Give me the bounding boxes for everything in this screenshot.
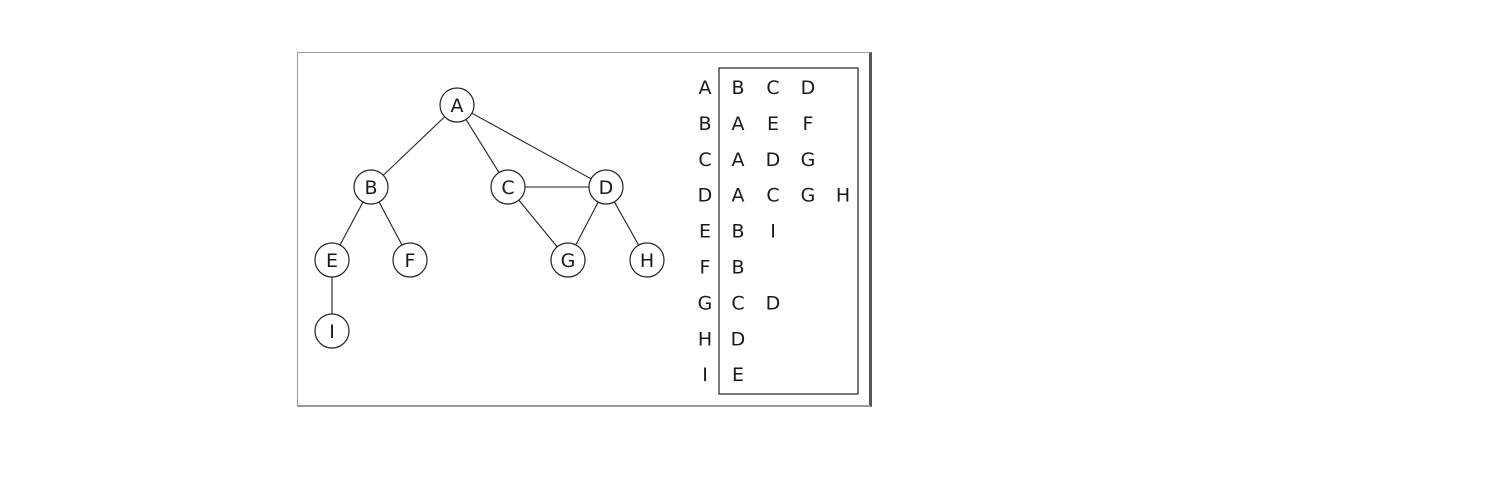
node-label: A bbox=[451, 95, 464, 117]
edge-c-g bbox=[518, 199, 558, 248]
adjacency-neighbor: I bbox=[770, 221, 776, 243]
edge-a-c bbox=[465, 119, 500, 173]
nodes-layer: A B C D E F G H I bbox=[314, 87, 665, 349]
edge-b-e bbox=[339, 201, 364, 246]
adjacency-neighbor: A bbox=[732, 185, 745, 207]
node-circle bbox=[314, 242, 350, 278]
adjacency-neighbor: E bbox=[732, 364, 744, 386]
adjacency-neighbor: C bbox=[731, 292, 744, 314]
adjacency-neighbor: D bbox=[801, 77, 816, 99]
node-circle bbox=[353, 169, 389, 205]
node-label: H bbox=[640, 250, 654, 272]
node-label: B bbox=[364, 177, 377, 199]
adjacency-neighbor: A bbox=[732, 113, 745, 135]
node-circle bbox=[550, 242, 586, 278]
adjacency-vertex-label: F bbox=[700, 257, 711, 279]
adjacency-vertex-label: D bbox=[698, 185, 713, 207]
node-label: I bbox=[329, 321, 335, 343]
adjacency-neighbor: G bbox=[801, 149, 816, 171]
node-circle bbox=[588, 169, 624, 205]
adjacency-neighbor: A bbox=[732, 149, 745, 171]
node-d: D bbox=[588, 169, 624, 205]
adjacency-neighbor: B bbox=[731, 221, 744, 243]
adjacency-neighbor: D bbox=[766, 149, 781, 171]
adjacency-vertex-label: H bbox=[698, 328, 712, 350]
node-circle bbox=[439, 87, 475, 123]
adjacency-list-box bbox=[718, 67, 859, 395]
node-h: H bbox=[629, 242, 665, 278]
node-f: F bbox=[392, 242, 428, 278]
edge-a-d bbox=[471, 112, 592, 180]
adjacency-neighbor: H bbox=[836, 185, 850, 207]
node-b: B bbox=[353, 169, 389, 205]
adjacency-vertex-label: B bbox=[698, 113, 711, 135]
node-label: C bbox=[501, 177, 514, 199]
adjacency-neighbor: C bbox=[766, 77, 779, 99]
adjacency-vertex-label: A bbox=[699, 77, 712, 99]
adjacency-neighbor: G bbox=[801, 185, 816, 207]
adjacency-neighbor: D bbox=[766, 292, 781, 314]
adjacency-neighbor: E bbox=[767, 113, 779, 135]
node-label: D bbox=[599, 177, 614, 199]
adjacency-neighbor: B bbox=[731, 77, 744, 99]
node-circle bbox=[392, 242, 428, 278]
node-circle bbox=[490, 169, 526, 205]
adjacency-vertex-label: G bbox=[698, 292, 713, 314]
adjacency-vertex-label: E bbox=[699, 221, 711, 243]
node-label: G bbox=[561, 250, 576, 272]
node-i: I bbox=[314, 313, 350, 349]
edge-d-h bbox=[613, 201, 640, 246]
node-label: F bbox=[405, 250, 416, 272]
edge-b-f bbox=[378, 201, 403, 246]
adjacency-neighbor: C bbox=[766, 185, 779, 207]
node-c: C bbox=[490, 169, 526, 205]
adjacency-neighbor: D bbox=[731, 328, 746, 350]
node-a: A bbox=[439, 87, 475, 123]
node-circle bbox=[629, 242, 665, 278]
adjacency-vertex-label: I bbox=[702, 364, 708, 386]
node-g: G bbox=[550, 242, 586, 278]
adjacency-neighbor: F bbox=[803, 113, 814, 135]
adjacency-neighbor: B bbox=[731, 257, 744, 279]
edge-d-g bbox=[575, 201, 599, 246]
edges-layer bbox=[331, 112, 640, 314]
node-label: E bbox=[326, 250, 338, 272]
edge-a-b bbox=[382, 116, 446, 176]
node-circle bbox=[314, 313, 350, 349]
node-e: E bbox=[314, 242, 350, 278]
adjacency-vertex-label: C bbox=[698, 149, 711, 171]
